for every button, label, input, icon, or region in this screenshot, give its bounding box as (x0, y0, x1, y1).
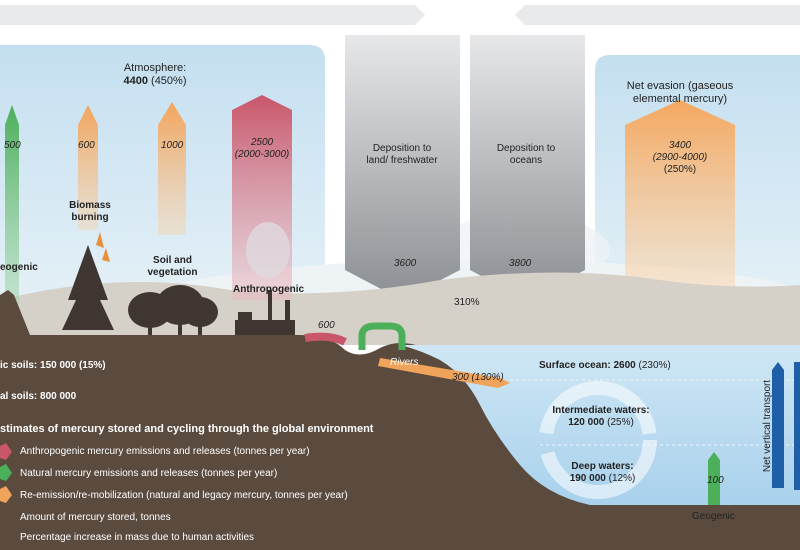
net-evasion-values: 3400 (2900-4000) (250%) (652, 140, 708, 175)
vertical-transport-down (794, 362, 800, 490)
fire-flames (96, 232, 110, 262)
deposition-land-arrow (345, 35, 460, 300)
deposition-land-value: 3600 (394, 258, 417, 269)
legend-item-anthro: Anthropogenic mercury emissions and rele… (20, 446, 310, 457)
anthro-release-value: 600 (318, 320, 335, 331)
ocean-geogenic-arrow (708, 452, 720, 505)
soil-veg-value: 1000 (161, 140, 184, 151)
legend-title: stimates of mercury stored and cycling t… (0, 423, 374, 435)
vegetation-trees (128, 285, 218, 335)
ocean-geogenic-value: 100 (707, 475, 724, 486)
soil-emission-arrow (158, 102, 186, 235)
anthro-value: 2500 (2000-3000) (234, 137, 290, 160)
legend-natural-swatch (0, 464, 12, 481)
biomass-emission-arrow (78, 105, 98, 230)
ocean-circulation-ring (539, 381, 657, 499)
legend-anthro-swatch (0, 443, 12, 460)
ocean-geogenic-label: Geogenic (692, 511, 735, 522)
rivers-arrow (378, 358, 510, 388)
vertical-transport-up (772, 362, 784, 488)
anthro-release-pipe (304, 332, 347, 346)
legend-item-stored: Amount of mercury stored, tonnes (20, 512, 171, 523)
geogenic-emission-arrow (5, 105, 19, 330)
factory (235, 290, 295, 335)
organic-soils-label: ic soils: 150 000 (15%) (0, 360, 106, 371)
deep-waters-label: Deep waters: 190 000 (12%) (569, 461, 636, 484)
anthro-label: Anthropogenic (233, 284, 305, 295)
net-vertical-transport-label: Net vertical transport (762, 379, 773, 473)
net-evasion-arrow (625, 100, 735, 300)
top-banner-right (515, 5, 800, 25)
soil-veg-label: Soil and vegetation (147, 255, 198, 278)
legend-reemit-swatch (0, 486, 12, 503)
volcano (0, 290, 30, 335)
top-banner-left (0, 5, 425, 25)
legend-item-natural: Natural mercury emissions and releases (… (20, 468, 278, 479)
deposition-ocean-value: 3800 (509, 258, 532, 269)
rivers-value: 300 (130%) (452, 372, 504, 383)
net-evasion-label: Net evasion (gaseous elemental mercury) (626, 80, 734, 106)
geogenic-label: eogenic (0, 262, 38, 273)
legend-item-pct: Percentage increase in mass due to human… (20, 532, 255, 543)
burning-tree (62, 245, 114, 330)
deposition-land-label: Deposition to land/ freshwater (366, 143, 438, 166)
biomass-value: 600 (78, 140, 95, 151)
mineral-soils-label: al soils: 800 000 (0, 391, 77, 402)
atmosphere-label: Atmosphere: 4400 (450%) (123, 62, 187, 88)
biomass-label: Biomass burning (69, 200, 111, 223)
rivers-green-pipe (358, 322, 406, 350)
land-mass (0, 335, 800, 550)
legend-item-reemit: Re-emission/re-mobilization (natural and… (20, 490, 348, 501)
geogenic-value: 500 (4, 140, 21, 151)
rivers-label: Rivers (390, 357, 419, 368)
surface-ocean-label: Surface ocean: 2600 (230%) (539, 360, 671, 371)
deposition-pct: 310% (454, 297, 480, 308)
intermediate-waters-label: Intermediate waters: 120 000 (25%) (552, 405, 650, 428)
smoke-plume (246, 222, 290, 278)
deposition-ocean-arrow (470, 35, 585, 300)
deposition-ocean-label: Deposition to oceans (496, 143, 556, 166)
